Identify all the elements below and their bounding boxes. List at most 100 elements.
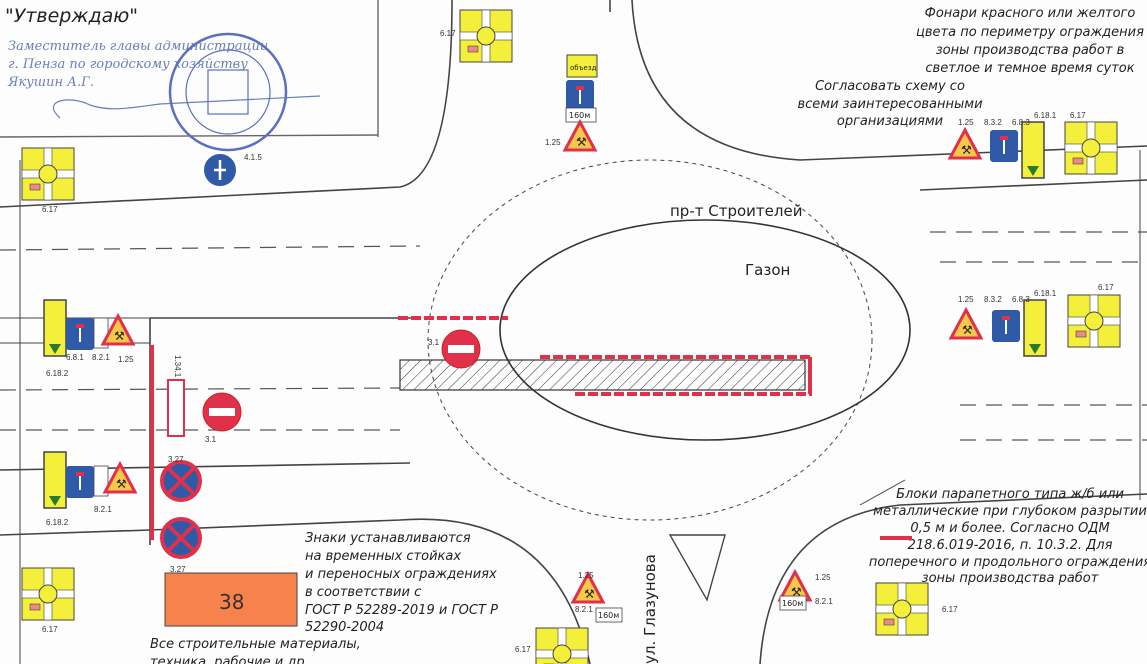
code-label: 6.18.2 xyxy=(46,518,69,527)
code-label: 1.25 xyxy=(815,573,831,582)
code-label: 6.17 xyxy=(440,29,456,38)
official-stamp xyxy=(168,32,288,152)
note-line: Знаки устанавливаются xyxy=(305,531,471,546)
note-line: 52290-2004 xyxy=(305,620,384,635)
note-line: цвета по периметру ограждения xyxy=(916,25,1144,40)
code-label: 1.25 xyxy=(578,571,594,580)
approval-block: "Утверждаю" Заместитель главы администра… xyxy=(0,0,379,152)
no-entry-sign xyxy=(441,329,481,369)
note-materials: Все строительные материалы, техника, раб… xyxy=(150,637,361,664)
approval-signer: Якушин А.Г. xyxy=(7,75,94,90)
code-label: 6.8.3 xyxy=(1012,118,1030,127)
lawn-label: Газон xyxy=(745,261,790,279)
note-lights: Фонари красного или желтого цвета по пер… xyxy=(916,6,1144,76)
code-label: 8.2.1 xyxy=(92,353,110,362)
code-label: 6.17 xyxy=(42,625,58,634)
lawn-island xyxy=(499,219,911,441)
sign-1-34-1 xyxy=(167,379,185,437)
distance-text: 160м xyxy=(569,111,590,120)
code-label: 1.25 xyxy=(958,118,974,127)
note-line: Согласовать схему со xyxy=(815,79,965,94)
code-label: 8.2.1 xyxy=(94,505,112,514)
detour-sign xyxy=(566,54,598,78)
code-label: 4.1.5 xyxy=(244,153,262,162)
detour-sign xyxy=(43,451,67,509)
code-label: 8.2.1 xyxy=(575,605,593,614)
note-line: Блоки парапетного типа ж/б или xyxy=(896,487,1124,502)
no-stopping-sign xyxy=(160,460,202,502)
note-line: Фонари красного или желтого xyxy=(925,6,1136,21)
note-signs: Знаки устанавливаются на временных стойк… xyxy=(305,531,498,635)
zone-number-box xyxy=(164,572,298,627)
code-label: 8.2.1 xyxy=(815,597,833,606)
sign-8-2-1 xyxy=(595,607,623,623)
code-label: 1.25 xyxy=(958,295,974,304)
note-line: зоны производства работ в xyxy=(936,43,1124,58)
code-label: 3.27 xyxy=(168,455,184,464)
distance-text: 160м xyxy=(598,611,619,620)
note-line: Все строительные материалы, xyxy=(150,637,361,652)
approval-position: Заместитель главы администрации xyxy=(8,39,268,54)
detour-text: объезд xyxy=(570,64,597,72)
zone-number: 38 xyxy=(219,590,244,614)
sign-6-8-1 xyxy=(65,317,95,351)
roadwork-warning-sign xyxy=(948,128,982,160)
code-label: 6.18.1 xyxy=(1034,289,1057,298)
sign-6-17 xyxy=(1067,294,1121,348)
work-zone: 1.34.1 xyxy=(150,316,812,540)
roadwork-warning-sign xyxy=(949,308,983,340)
note-line: организациями xyxy=(837,114,943,129)
note-line: на временных стойках xyxy=(305,549,461,564)
sign-8-2-1 xyxy=(779,595,807,611)
note-line: металлические при глубоком разрытии xyxy=(873,504,1147,519)
street-side-label: ул. Глазунова xyxy=(641,554,659,664)
street-main-label: пр-т Строителей xyxy=(670,202,802,220)
signature xyxy=(52,95,321,119)
note-line: поперечного и продольного ограждения xyxy=(869,555,1147,570)
detour-sign xyxy=(1023,299,1047,357)
code-label: 6.17 xyxy=(942,605,958,614)
code-label: 6.17 xyxy=(42,205,58,214)
code-label: 3.1 xyxy=(428,338,440,347)
note-line: в соответствии с xyxy=(305,585,421,600)
detour-sign xyxy=(43,299,67,357)
note-line: светлое и темное время суток xyxy=(925,61,1134,76)
code-label: 6.8.3 xyxy=(1012,295,1030,304)
note-line: и переносных ограждениях xyxy=(305,567,497,582)
code-label: 6.8.1 xyxy=(66,353,84,362)
sign-6-8-1 xyxy=(565,79,595,113)
sign-6-17 xyxy=(21,567,75,621)
sign-8-2-1 xyxy=(93,465,109,497)
no-entry-sign xyxy=(202,392,242,432)
code-label: 6.17 xyxy=(515,645,531,654)
roadwork-warning-sign xyxy=(563,120,597,152)
sign-6-17 xyxy=(535,627,589,664)
note-line: всеми заинтересованными xyxy=(797,97,982,112)
sign-6-8-3 xyxy=(989,129,1019,163)
note-line: 0,5 м и более. Согласно ОДМ xyxy=(910,521,1109,536)
no-stopping-sign xyxy=(160,517,202,559)
note-line: 218.6.019-2016, п. 10.3.2. Для xyxy=(908,538,1113,553)
note-line: ГОСТ Р 52289-2019 и ГОСТ Р xyxy=(305,603,498,618)
code-label: 6.18.1 xyxy=(1034,111,1057,120)
code-label: 6.17 xyxy=(1070,111,1086,120)
code-label: 1.34.1 xyxy=(173,355,182,378)
sign-6-17 xyxy=(1064,121,1118,175)
code-label: 6.18.2 xyxy=(46,369,69,378)
approval-title: "Утверждаю" xyxy=(5,5,138,27)
sign-6-17 xyxy=(21,147,75,201)
sign-6-17 xyxy=(459,9,513,63)
approval-position-2: г. Пенза по городскому хозяйству xyxy=(8,57,248,72)
note-line: зоны производства работ xyxy=(922,571,1099,586)
note-agree: Согласовать схему со всеми заинтересован… xyxy=(797,79,982,129)
code-label: 8.3.2 xyxy=(984,118,1002,127)
code-label: 6.17 xyxy=(1098,283,1114,292)
detour-sign xyxy=(1021,121,1045,179)
note-blocks: Блоки парапетного типа ж/б или металличе… xyxy=(859,479,1147,586)
traffic-island xyxy=(668,534,726,602)
code-label: 3.27 xyxy=(170,565,186,574)
sign-6-8-1 xyxy=(65,465,95,499)
sign-6-8-3 xyxy=(991,309,1021,343)
